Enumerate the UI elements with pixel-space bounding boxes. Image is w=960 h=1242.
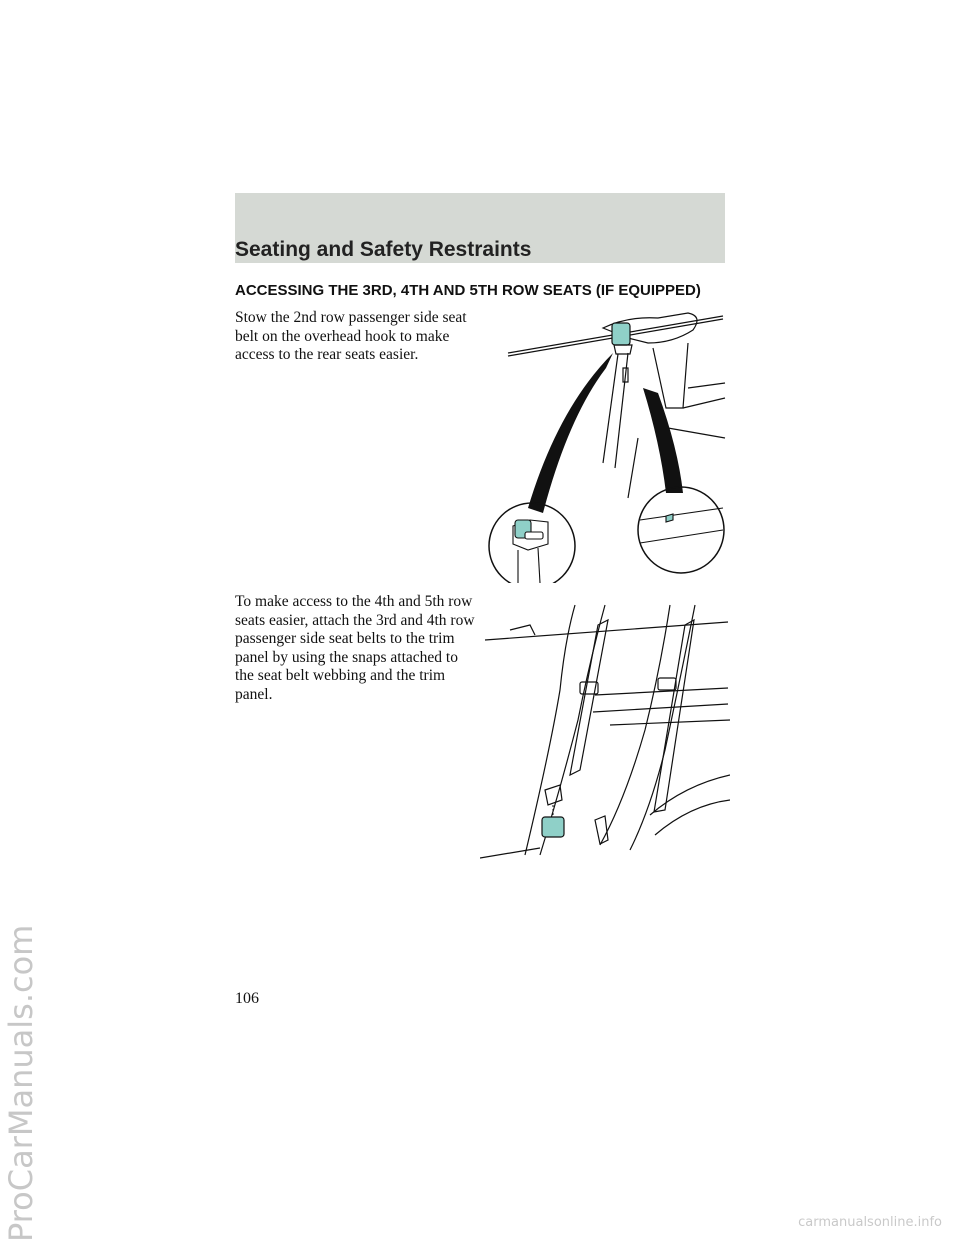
overhead-hook-illustration	[488, 298, 728, 583]
side-watermark: ProCarManuals.com	[2, 924, 40, 1242]
instruction-paragraph-1: Stow the 2nd row passenger side seat bel…	[235, 309, 467, 363]
section-title: Seating and Safety Restraints	[235, 238, 532, 261]
seat-belt-snaps-illustration	[480, 600, 730, 862]
section-header-band	[235, 193, 725, 263]
topic-heading: ACCESSING THE 3RD, 4TH AND 5TH ROW SEATS…	[235, 282, 701, 299]
page-number: 106	[235, 990, 259, 1007]
bottom-watermark: carmanualsonline.info	[798, 1215, 942, 1230]
instruction-paragraph-2: To make access to the 4th and 5th row se…	[235, 593, 475, 703]
